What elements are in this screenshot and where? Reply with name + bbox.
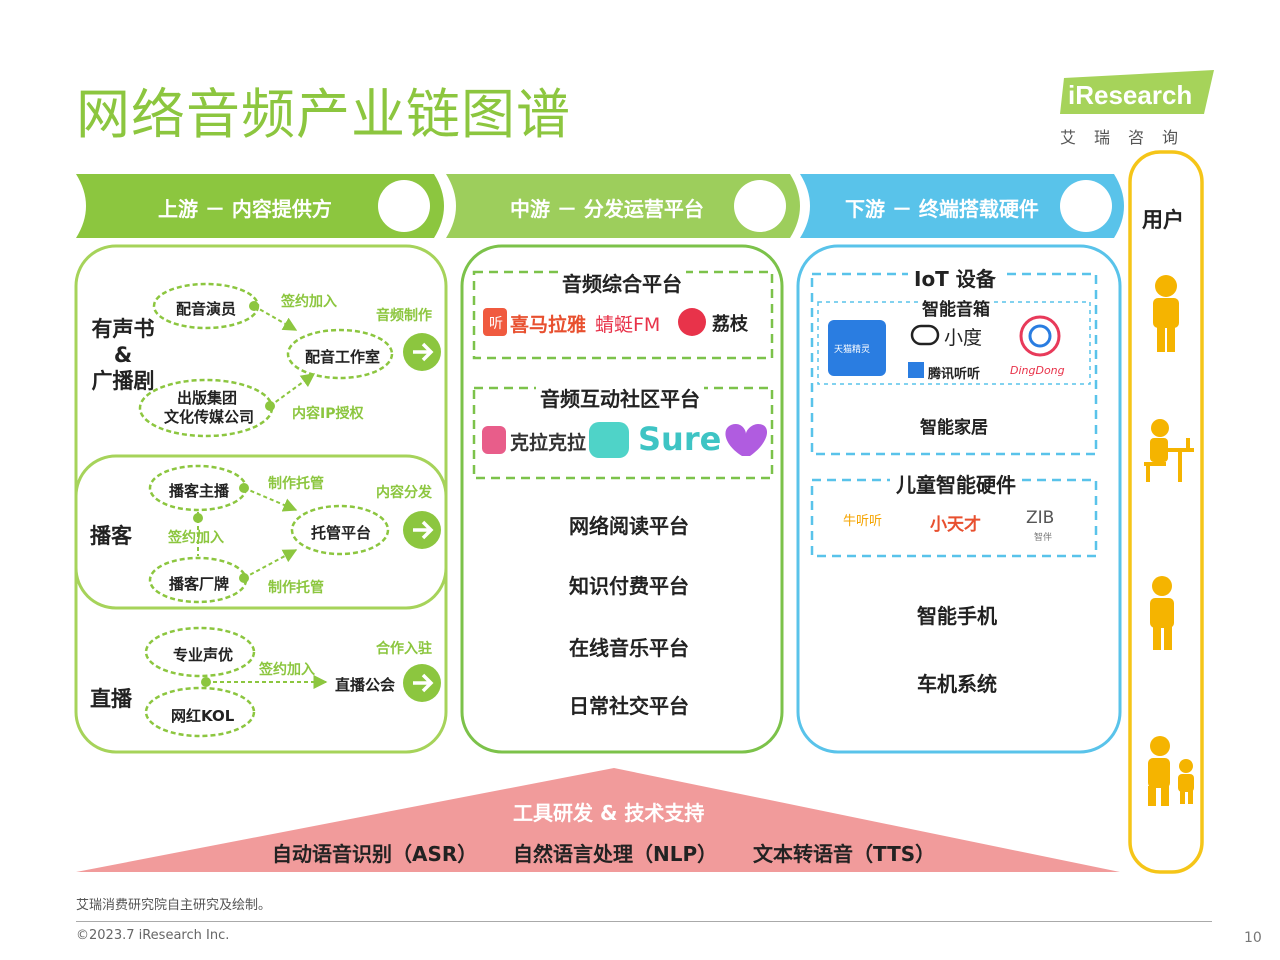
sure-text: Sure xyxy=(638,420,722,458)
midstream-box xyxy=(460,244,784,754)
node-guild: 直播公会 xyxy=(335,676,396,694)
podcast-box xyxy=(74,454,448,610)
midstream-banner xyxy=(446,174,800,238)
parent-child-icon xyxy=(1148,736,1194,806)
downstream-header: 下游 － 终端搭载硬件 xyxy=(845,197,1039,221)
kela-text: 克拉克拉 xyxy=(510,432,587,454)
speaker-title: 智能音箱 xyxy=(920,295,992,320)
svg-text:听: 听 xyxy=(489,316,503,332)
svg-text:iResearch: iResearch xyxy=(1068,80,1192,110)
dingdong-text: DingDong xyxy=(1010,364,1065,377)
mid-item: 在线音乐平台 xyxy=(569,636,689,660)
tools-triangle xyxy=(76,768,1120,872)
sure-icon-logo xyxy=(589,422,629,458)
node-pro-voice: 专业声优 xyxy=(173,646,234,664)
tools-item: 自动语音识别（ASR） xyxy=(272,842,478,866)
audio-platform-group xyxy=(472,270,774,360)
kids-title: 儿童智能硬件 xyxy=(890,469,1022,498)
output-label: 内容分发 xyxy=(376,485,432,501)
output-label: 合作入驻 xyxy=(376,641,432,657)
lizhi-logo xyxy=(678,308,706,336)
node-podcast-label: 播客厂牌 xyxy=(169,575,230,593)
xiaodu-logo xyxy=(910,324,940,346)
arrow-right-icon xyxy=(403,664,441,702)
zhiban-text: 智伴 xyxy=(1034,533,1053,543)
live-label: 直播 xyxy=(90,687,132,711)
mid-item: 网络阅读平台 xyxy=(569,514,689,538)
edge-label: 制作托管 xyxy=(268,580,324,596)
downstream-banner xyxy=(800,174,1124,238)
podcast-label: 播客 xyxy=(90,524,132,548)
community-platform-title: 音频互动社区平台 xyxy=(536,383,704,412)
output-label: 音频制作 xyxy=(376,308,432,324)
edge-label: 签约加入 xyxy=(259,662,315,678)
mid-item: 日常社交平台 xyxy=(569,694,689,718)
node-hosting-platform: 托管平台 xyxy=(311,524,372,542)
page-title: 网络音频产业链图谱 xyxy=(76,83,571,146)
smart-home-label: 智能家居 xyxy=(920,418,988,438)
edge-label: 制作托管 xyxy=(268,476,324,492)
logo-subtitle: 艾瑞咨询 xyxy=(1060,128,1197,147)
down-item: 智能手机 xyxy=(917,604,997,628)
tools-title: 工具研发 & 技术支持 xyxy=(513,801,705,825)
zib-text: ZIB xyxy=(1026,508,1055,528)
users-label: 用户 xyxy=(1142,208,1184,232)
person-standing-icon xyxy=(1150,576,1174,650)
downstream-box xyxy=(796,244,1122,754)
ximalaya-logo: 听 xyxy=(483,308,507,336)
heart-app-logo xyxy=(725,424,768,456)
person-icon xyxy=(1153,275,1179,352)
dingdong-logo xyxy=(1019,315,1061,357)
person-at-desk-icon xyxy=(1144,419,1194,482)
tools-item: 自然语言处理（NLP） xyxy=(513,842,718,866)
iresearch-logo: iResearch xyxy=(1058,68,1218,116)
source-note: 艾瑞消费研究院自主研究及绘制。 xyxy=(76,898,272,913)
tencent-tingting-logo xyxy=(908,362,924,378)
edge-label: 签约加入 xyxy=(281,294,337,310)
users-column xyxy=(1128,150,1204,874)
tmall-genie-logo xyxy=(828,320,886,376)
tengxun-text: 腾讯听听 xyxy=(928,367,981,382)
xiaotiancai-text: 小天才 xyxy=(930,515,981,535)
node-voice-actor: 配音演员 xyxy=(176,300,237,318)
kela-logo xyxy=(482,426,506,454)
audio-platform-title: 音频综合平台 xyxy=(558,268,686,297)
ximalaya-text: 喜马拉雅 xyxy=(510,314,587,336)
arrow-right-icon xyxy=(403,511,441,549)
copyright: ©2023.7 iResearch Inc. xyxy=(76,928,230,943)
edge-label: 签约加入 xyxy=(168,530,224,546)
upstream-header: 上游 － 内容提供方 xyxy=(158,197,332,221)
audiobook-label: 有声书 & 广播剧 xyxy=(91,317,155,393)
node-kol: 网红KOL xyxy=(171,707,235,725)
section-header-banners xyxy=(76,174,1124,238)
page-number: 10 xyxy=(1244,930,1262,946)
xiaodu-text: 小度 xyxy=(944,327,983,349)
arrow-right-icon xyxy=(403,333,441,371)
node-dubbing-studio: 配音工作室 xyxy=(305,348,381,366)
tmall-text: 天猫精灵 xyxy=(834,345,871,355)
edge-label: 内容IP授权 xyxy=(292,406,364,422)
node-publisher: 出版集团 文化传媒公司 xyxy=(164,389,255,426)
midstream-header: 中游 － 分发运营平台 xyxy=(510,197,704,221)
lizhi-text: 荔枝 xyxy=(712,314,748,335)
down-item: 车机系统 xyxy=(917,672,997,696)
mid-item: 知识付费平台 xyxy=(569,574,689,598)
upstream-banner xyxy=(76,174,444,238)
qingting-text: 蜻蜓FM xyxy=(595,314,661,336)
tools-item: 文本转语音（TTS） xyxy=(753,842,936,866)
footer-divider xyxy=(76,921,1212,922)
niutingting-text: 牛听听 xyxy=(843,514,883,529)
iot-title: IoT 设备 xyxy=(908,263,1002,292)
node-podcaster: 播客主播 xyxy=(169,482,230,500)
